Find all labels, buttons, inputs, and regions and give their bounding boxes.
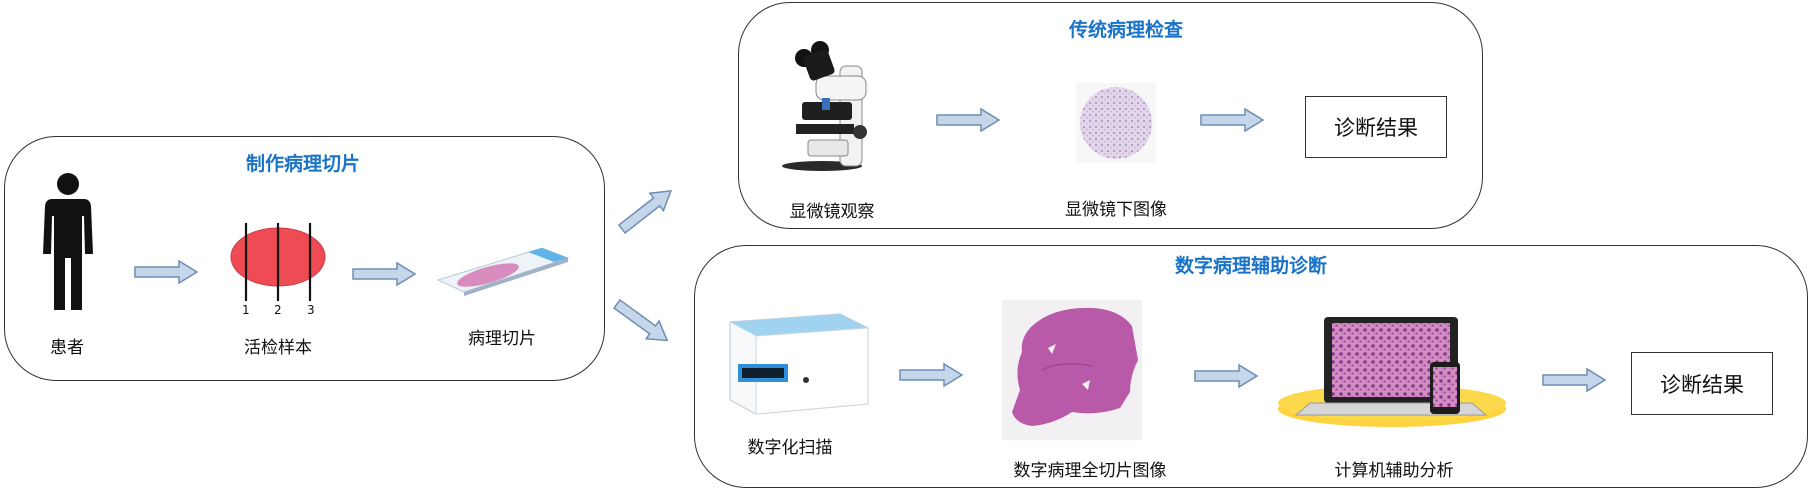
- analysis-label: 计算机辅助分析: [1334, 461, 1454, 481]
- traditional-title: 传统病理检查: [1068, 19, 1184, 41]
- scanner-icon: [729, 313, 869, 415]
- traditional-result-box: 诊断结果: [1305, 96, 1447, 158]
- biopsy-label: 活检样本: [244, 338, 312, 358]
- arrow-to-traditional: [614, 181, 679, 239]
- slide-label: 病理切片: [468, 329, 536, 349]
- biopsy-specimen-icon: [230, 223, 326, 301]
- person-icon: [43, 173, 93, 310]
- digital-title: 数字病理辅助诊断: [1174, 255, 1328, 277]
- biopsy-number-2: 2: [274, 303, 282, 317]
- micro-image-label: 显微镜下图像: [1065, 200, 1167, 220]
- patient-label: 患者: [50, 338, 84, 358]
- microscope-icon: [782, 41, 867, 171]
- scan-label: 数字化扫描: [747, 438, 833, 458]
- whole-slide-image: [1002, 300, 1142, 440]
- wsi-label: 数字病理全切片图像: [1013, 461, 1167, 481]
- slide-glass-icon: [436, 247, 570, 296]
- biopsy-number-1: 1: [242, 303, 250, 317]
- laptop-icon: [1278, 317, 1506, 427]
- slide-prep-title: 制作病理切片: [245, 153, 361, 175]
- microscope-label: 显微镜观察: [789, 202, 875, 222]
- microscope-view-image: [1076, 83, 1156, 163]
- tablet-icon: [1430, 362, 1460, 414]
- digital-result-box: 诊断结果: [1631, 352, 1773, 415]
- arrow-to-digital: [609, 294, 675, 351]
- biopsy-number-3: 3: [307, 303, 315, 317]
